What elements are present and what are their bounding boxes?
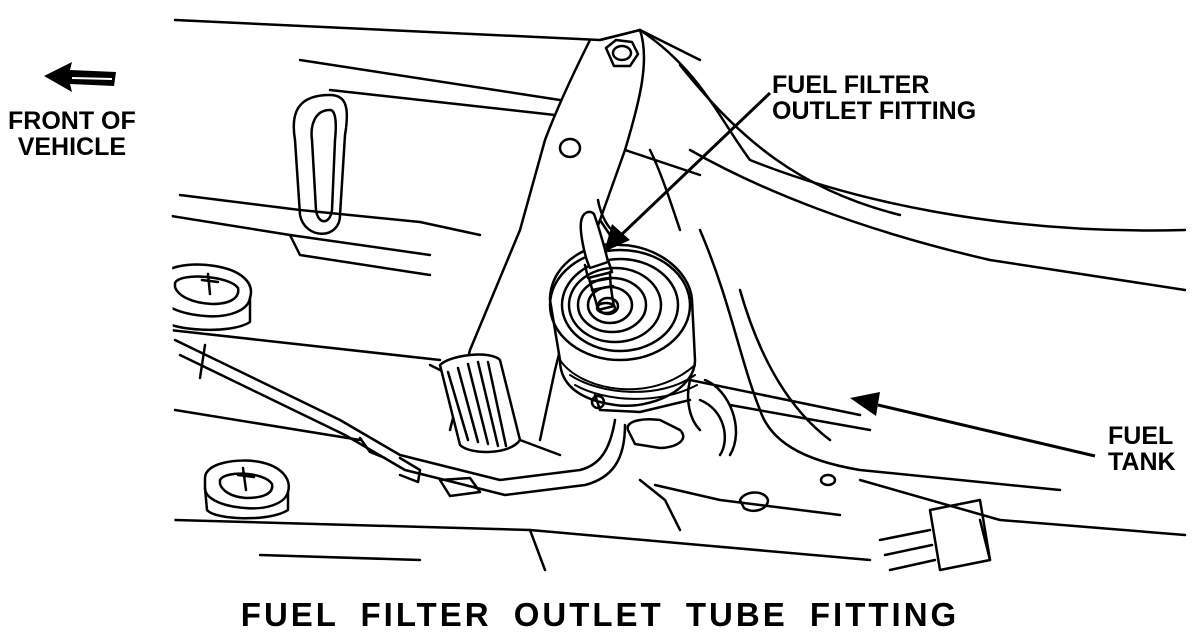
underbody-scene <box>165 20 1185 570</box>
front-of-vehicle-label: FRONT OF VEHICLE <box>8 108 136 161</box>
bracket-hole <box>560 139 580 157</box>
fitting-label-line2: OUTLET FITTING <box>772 97 977 126</box>
tank-label-line2: TANK <box>1108 448 1176 477</box>
tank-label-line1: FUEL <box>1108 422 1174 450</box>
strap-slot <box>628 419 684 448</box>
nut <box>740 493 768 511</box>
fuel-tank-label: FUEL TANK <box>1108 423 1176 476</box>
stamped-rib <box>294 95 347 234</box>
fuel-filter-outlet-fitting-label: FUEL FILTER OUTLET FITTING <box>772 72 976 125</box>
shield-ribs <box>880 530 935 570</box>
fuel-tank <box>640 30 1185 490</box>
tank-shield <box>930 500 990 570</box>
outlet-tube-fitting <box>581 200 615 313</box>
fitting-leader-arrow <box>604 93 770 252</box>
frame-slot <box>440 478 480 496</box>
bolt-head <box>606 40 638 66</box>
fuel-filter <box>550 244 697 412</box>
tank-leader-arrow <box>850 392 1095 456</box>
fitting-label-line1: FUEL FILTER <box>772 71 930 99</box>
line-clip-lower <box>205 461 289 519</box>
figure-caption: FUEL FILTER OUTLET TUBE FITTING <box>240 596 960 633</box>
front-label-line1: FRONT OF <box>8 107 136 135</box>
grommet <box>440 355 520 452</box>
front-direction-arrow <box>44 62 116 92</box>
line-clip-upper <box>170 265 251 330</box>
front-label-line2: VEHICLE <box>17 133 127 162</box>
floor-pan <box>165 20 1185 570</box>
